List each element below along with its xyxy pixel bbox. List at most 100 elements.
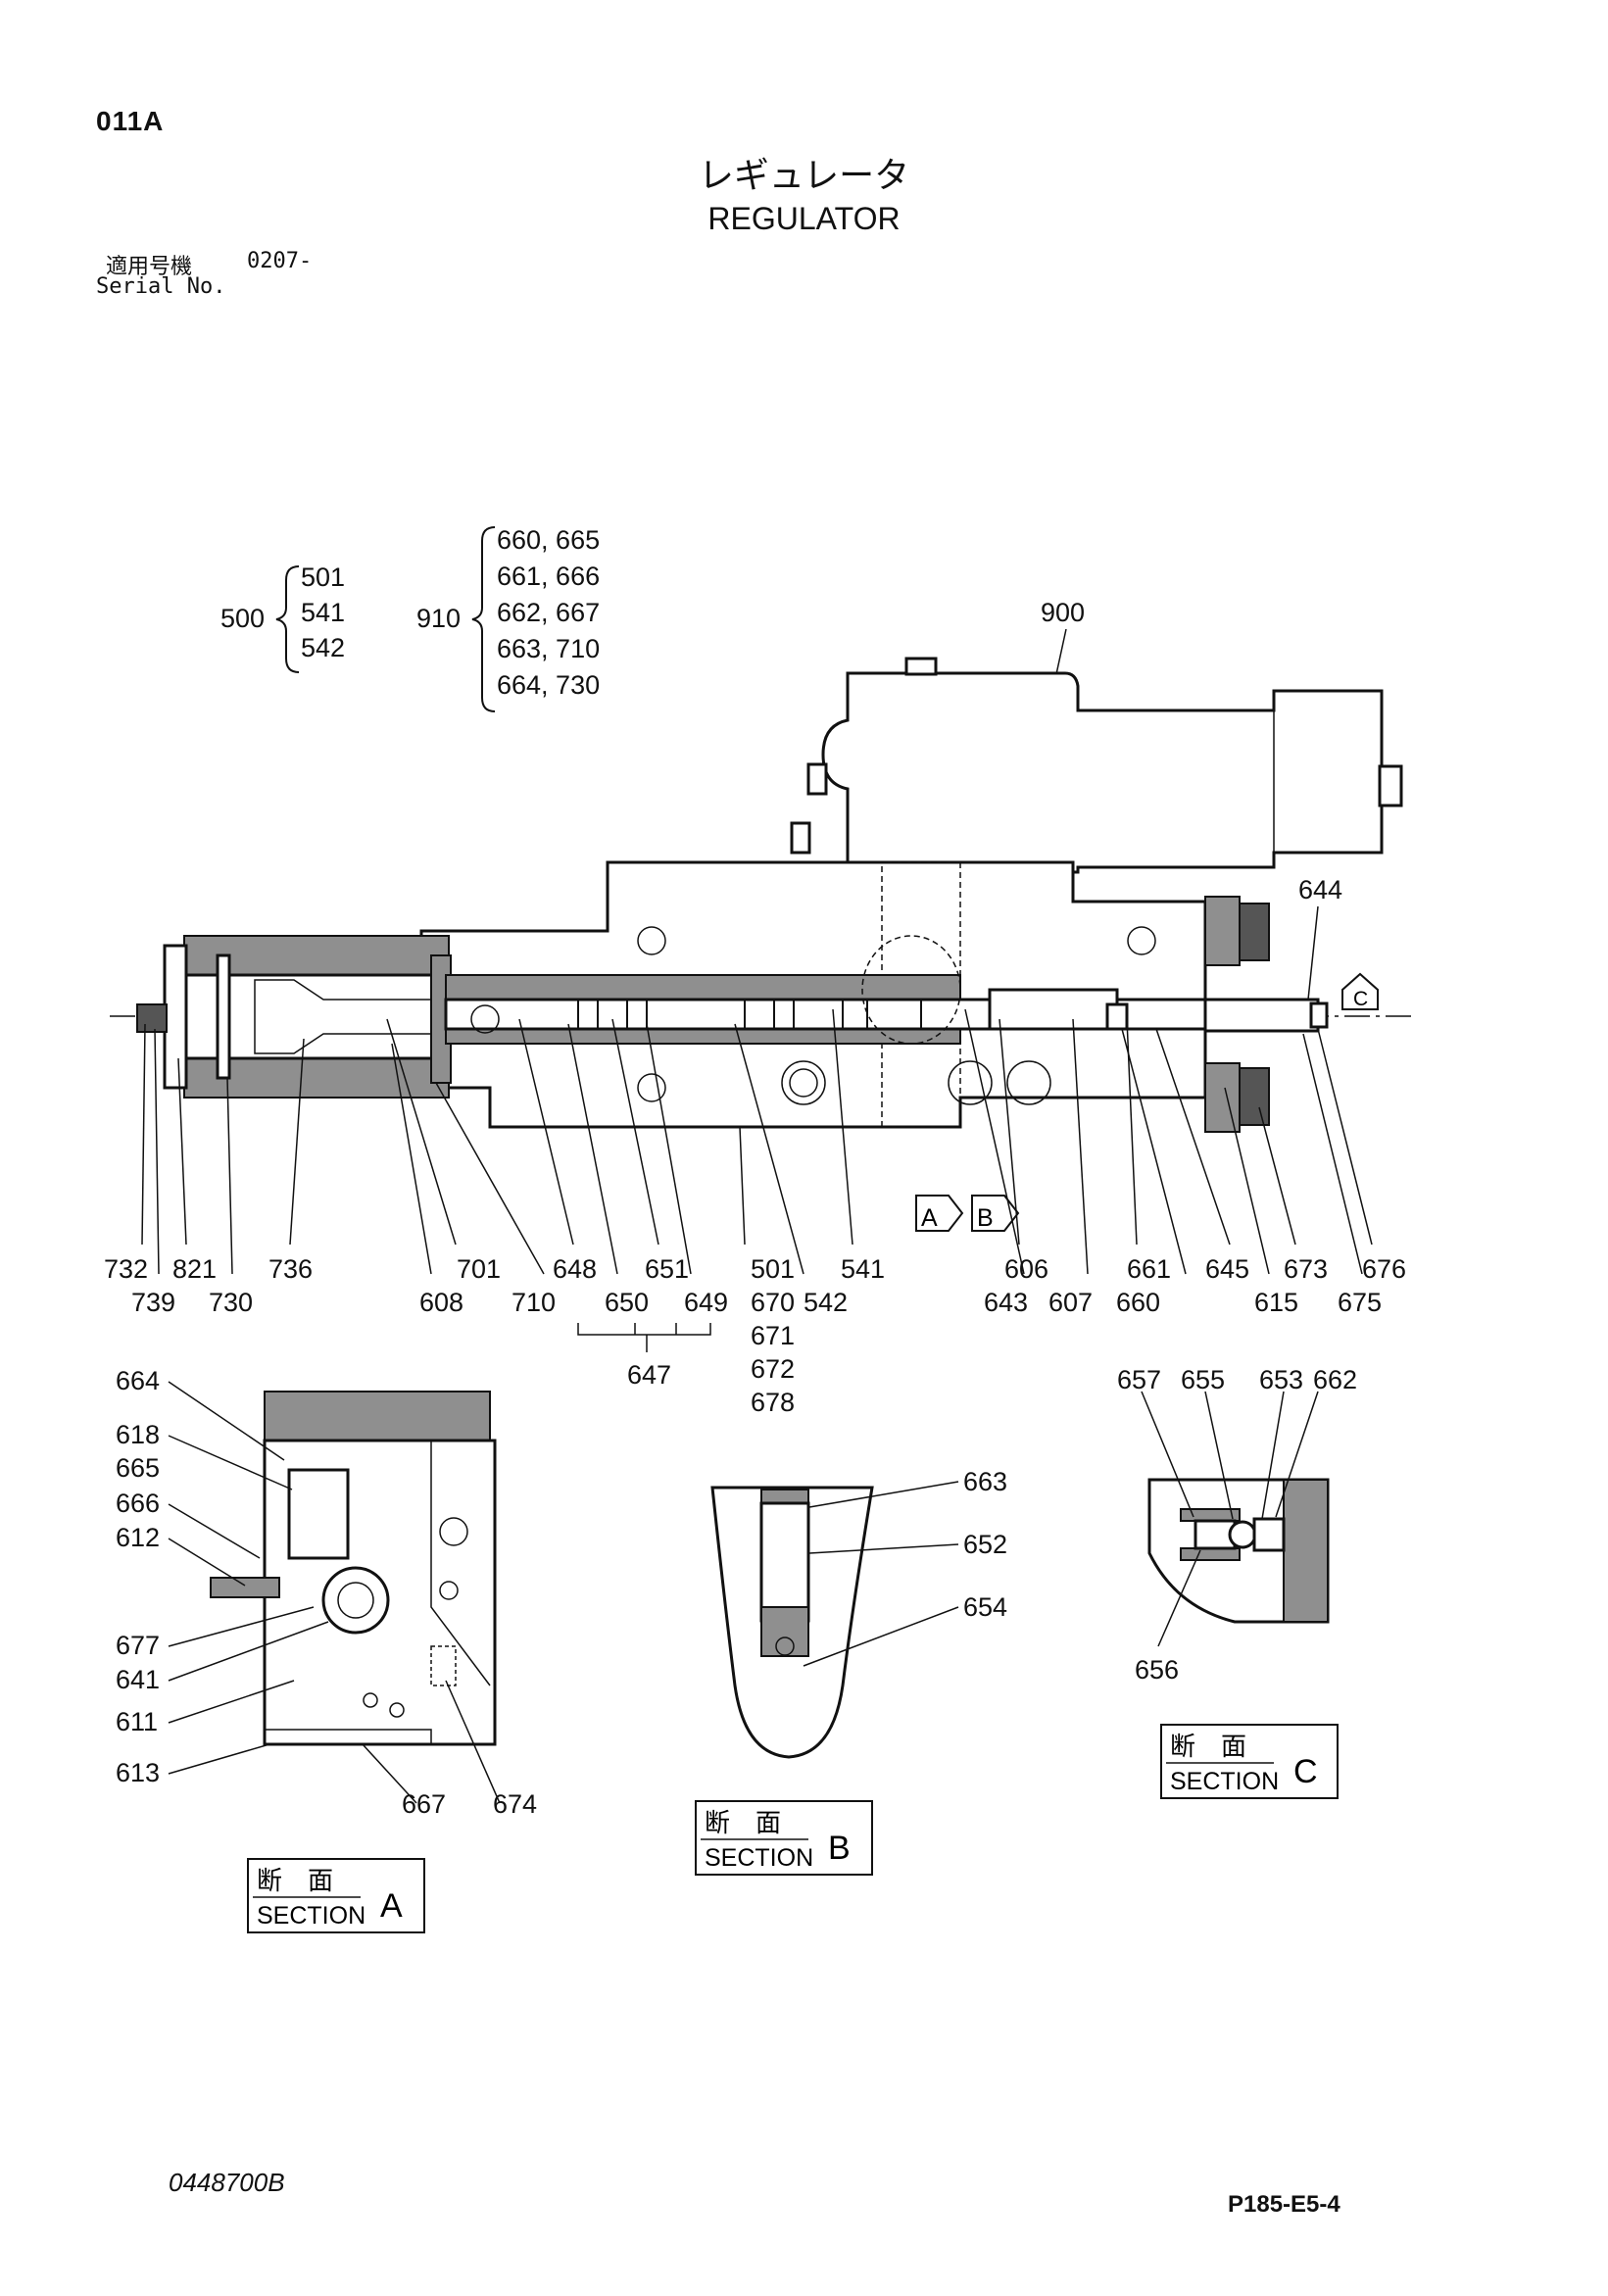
plunger-sleeve: [988, 988, 1119, 1031]
group-500-item: 501: [301, 562, 345, 592]
lock-nut-upper: [1239, 903, 1270, 961]
callout-653: 653: [1259, 1365, 1303, 1394]
section-a-arm: [210, 1577, 280, 1598]
callout-657: 657: [1117, 1365, 1161, 1394]
section-a-hidden: [430, 1645, 457, 1686]
end-cover: [163, 944, 188, 1090]
section-label-c-box: [1160, 1724, 1339, 1799]
callout-654: 654: [963, 1592, 1007, 1622]
callout-618: 618: [116, 1420, 160, 1449]
section-a-cylinder: [287, 1468, 350, 1560]
callout-661: 661: [1127, 1254, 1171, 1284]
group-500-item: 541: [301, 598, 345, 627]
callout-736: 736: [268, 1254, 313, 1284]
section-a-view: 664 618 665 666 612 677 641 611 613 667 …: [116, 1366, 537, 1819]
detail-circle: [861, 935, 961, 1045]
section-c-spring: [1194, 1519, 1237, 1550]
section-arrow-a: [915, 1195, 964, 1232]
pin-circle: [470, 1004, 500, 1034]
section-b-ball: [775, 1637, 795, 1656]
spring-seat: [216, 953, 231, 1080]
section-b-view: 663 652 654: [710, 1467, 1007, 1759]
group-500-brace: [275, 565, 300, 673]
port-circle: [1006, 1060, 1051, 1105]
plunger-pin: [1105, 1002, 1129, 1031]
callout-652: 652: [963, 1530, 1007, 1559]
title-english: REGULATOR: [707, 201, 901, 236]
section-c-hatch-right: [1283, 1479, 1329, 1623]
callout-615: 615: [1254, 1288, 1298, 1317]
group-500-label: 500: [220, 604, 265, 633]
section-label-c: 断 面 SECTION C: [1160, 1724, 1339, 1799]
serial-label-english: Serial No.: [96, 274, 226, 299]
callout-612: 612: [116, 1523, 160, 1552]
callout-677: 677: [116, 1631, 160, 1660]
callout-648: 648: [553, 1254, 597, 1284]
section-c-seat: [1252, 1517, 1286, 1552]
section-marker-letter: B: [977, 1204, 994, 1232]
section-label-a: 断 面 SECTION A: [247, 1858, 425, 1933]
callout-664: 664: [116, 1366, 160, 1395]
adjust-stem: [1203, 998, 1320, 1033]
port-circle: [781, 1060, 826, 1105]
section-a-edge: [430, 1441, 491, 1686]
section-label-letter: C: [1293, 1753, 1318, 1790]
group-500-item: 542: [301, 633, 345, 662]
serial-value: 0207-: [247, 249, 313, 273]
callout-542: 542: [804, 1288, 848, 1317]
section-c-view: 657 655 653 662 656: [1117, 1365, 1357, 1685]
right-cap-upper: [1204, 896, 1241, 966]
callout-670: 670: [751, 1288, 795, 1317]
spool-lands: [577, 1000, 922, 1029]
group-910-item: 661, 666: [497, 562, 600, 591]
callout-643: 643: [984, 1288, 1028, 1317]
section-marker-a: A: [915, 1195, 964, 1232]
callout-645: 645: [1205, 1254, 1249, 1284]
section-marker-b: B: [971, 1195, 1020, 1232]
callout-821: 821: [172, 1254, 217, 1284]
callout-613: 613: [116, 1758, 160, 1787]
section-a-hole: [439, 1581, 459, 1600]
callout-655: 655: [1181, 1365, 1225, 1394]
callout-656: 656: [1135, 1655, 1179, 1685]
callout-541: 541: [841, 1254, 885, 1284]
section-label-letter: B: [828, 1830, 851, 1867]
section-label-jp: 断 面: [705, 1809, 781, 1838]
section-b-plunger: [759, 1501, 810, 1623]
side-plug: [806, 762, 828, 796]
section-a-top-hatch: [264, 1391, 491, 1441]
group-910: 910 660, 665 661, 666 662, 667 663, 710 …: [416, 525, 600, 712]
callout-730: 730: [209, 1288, 253, 1317]
callout-660: 660: [1116, 1288, 1160, 1317]
group-910-item: 662, 667: [497, 598, 600, 627]
callout-666: 666: [116, 1489, 160, 1518]
section-a-base: [264, 1729, 432, 1745]
section-c-leaders: [1141, 1391, 1319, 1647]
section-marker-c: C: [1341, 972, 1379, 1010]
leader-lines: [141, 628, 1373, 1275]
section-a-hole: [363, 1692, 378, 1708]
section-arrow-c: [1341, 972, 1379, 1010]
section-c-hatch-bottom: [1180, 1547, 1241, 1561]
callout-667: 667: [402, 1789, 446, 1819]
callout-739: 739: [131, 1288, 175, 1317]
callout-678: 678: [751, 1388, 795, 1417]
housing-bolt-hole: [1127, 926, 1156, 955]
housing-bolt-hole: [637, 1073, 666, 1102]
section-label-b-box: [695, 1800, 873, 1876]
callout-701: 701: [457, 1254, 501, 1284]
solenoid-block: [821, 671, 1384, 874]
callout-663: 663: [963, 1467, 1007, 1496]
main-assembly: [110, 657, 1411, 1133]
port-circle: [789, 1068, 818, 1098]
callout-606: 606: [1004, 1254, 1048, 1284]
housing-bolt-hole: [637, 926, 666, 955]
callout-501: 501: [751, 1254, 795, 1284]
section-b-cap: [760, 1489, 809, 1504]
main-callouts: 900 644 732 739 821 730 736 701 608 710 …: [104, 598, 1406, 1417]
group-910-item: 663, 710: [497, 634, 600, 663]
right-cap-lower: [1204, 1062, 1241, 1133]
callout-676: 676: [1362, 1254, 1406, 1284]
callout-673: 673: [1284, 1254, 1328, 1284]
